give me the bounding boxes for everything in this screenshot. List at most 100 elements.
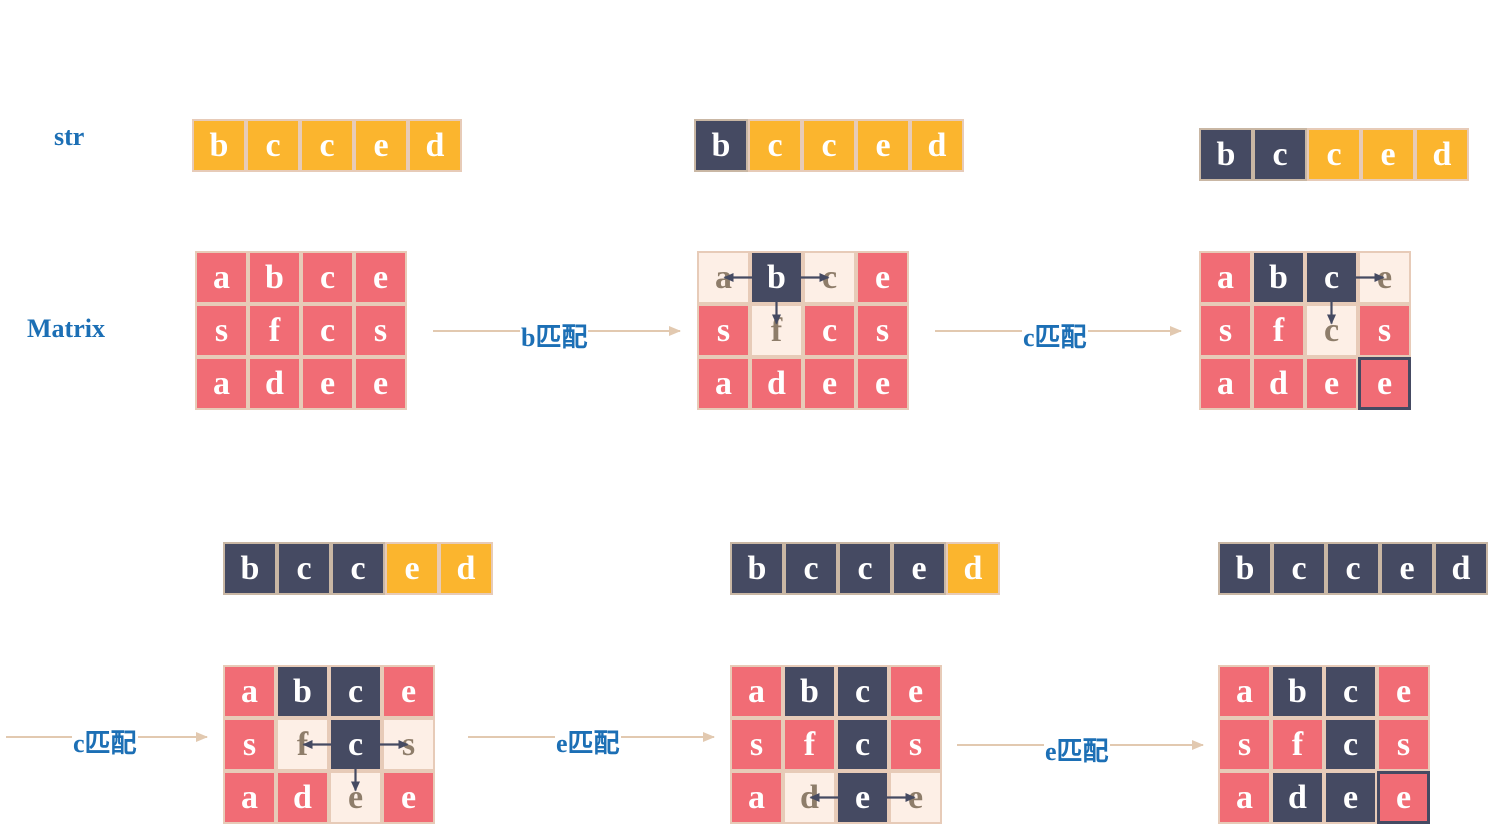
matrix-cell: a	[223, 771, 276, 824]
matrix-cell: s	[1358, 304, 1411, 357]
matrix-cell: c	[1324, 718, 1377, 771]
matrix-cell: a	[195, 357, 248, 410]
str-char: d	[408, 119, 462, 172]
matrix-cell: c	[301, 251, 354, 304]
matrix-cell: c	[1324, 665, 1377, 718]
matrix-cell: a	[697, 357, 750, 410]
matrix-cell: e	[1377, 771, 1430, 824]
str-char: e	[892, 542, 946, 595]
step-arrows	[6, 326, 1204, 750]
matrix-cell: b	[783, 665, 836, 718]
matrix-cell: e	[329, 771, 382, 824]
str-char: c	[1272, 542, 1326, 595]
matrix-cell: d	[1271, 771, 1324, 824]
matrix-cell: a	[195, 251, 248, 304]
str-char: c	[784, 542, 838, 595]
matrix-cell: e	[354, 357, 407, 410]
matrix-cell: c	[329, 665, 382, 718]
matrix-cell: b	[276, 665, 329, 718]
str-char: b	[223, 542, 277, 595]
str-char: c	[838, 542, 892, 595]
matrix-cell: a	[1199, 251, 1252, 304]
matrix-cell: f	[276, 718, 329, 771]
matrix-cell: b	[1271, 665, 1324, 718]
matrix-cell: a	[730, 665, 783, 718]
str-char: e	[1380, 542, 1434, 595]
matrix-cell: s	[697, 304, 750, 357]
matrix-cell: a	[730, 771, 783, 824]
matrix-cell: s	[730, 718, 783, 771]
str-char: c	[1307, 128, 1361, 181]
str-char: e	[385, 542, 439, 595]
matrix-cell: d	[783, 771, 836, 824]
str-char: c	[331, 542, 385, 595]
str-char: c	[246, 119, 300, 172]
str-char: d	[946, 542, 1000, 595]
str-char: e	[354, 119, 408, 172]
matrix-cell: s	[856, 304, 909, 357]
matrix-cell: s	[1199, 304, 1252, 357]
matrix-cell: c	[1305, 304, 1358, 357]
matrix-cell: a	[223, 665, 276, 718]
matrix-cell: e	[382, 771, 435, 824]
str-char: d	[439, 542, 493, 595]
str-char: e	[1361, 128, 1415, 181]
matrix-cell: b	[1252, 251, 1305, 304]
matrix-cell: e	[354, 251, 407, 304]
matrix-cell: e	[803, 357, 856, 410]
str-char: c	[277, 542, 331, 595]
str-label: str	[54, 122, 85, 151]
matrix-cell: e	[301, 357, 354, 410]
step-label: c匹配	[72, 723, 138, 760]
str-char: c	[748, 119, 802, 172]
str-char: c	[802, 119, 856, 172]
matrix-cell: c	[803, 304, 856, 357]
matrix-cell: e	[889, 771, 942, 824]
matrix-cell: s	[382, 718, 435, 771]
matrix-cell: e	[382, 665, 435, 718]
str-char: b	[694, 119, 748, 172]
matrix-cell: f	[750, 304, 803, 357]
str-char: c	[300, 119, 354, 172]
str-char: d	[1434, 542, 1488, 595]
matrix-cell: f	[248, 304, 301, 357]
matrix-cell: s	[195, 304, 248, 357]
str-char: b	[1199, 128, 1253, 181]
matrix-cell: s	[1377, 718, 1430, 771]
str-char: b	[1218, 542, 1272, 595]
matrix-cell: f	[783, 718, 836, 771]
matrix-cell: s	[889, 718, 942, 771]
matrix-cell: b	[248, 251, 301, 304]
str-char: d	[910, 119, 964, 172]
matrix-cell: b	[750, 251, 803, 304]
matrix-cell: e	[1305, 357, 1358, 410]
matrix-cell: c	[1305, 251, 1358, 304]
matrix-cell: a	[697, 251, 750, 304]
matrix-cell: e	[889, 665, 942, 718]
matrix-cell: c	[301, 304, 354, 357]
str-char: b	[192, 119, 246, 172]
str-char: c	[1326, 542, 1380, 595]
str-char: c	[1253, 128, 1307, 181]
matrix-cell: f	[1271, 718, 1324, 771]
matrix-cell: c	[836, 665, 889, 718]
matrix-cell: d	[248, 357, 301, 410]
matrix-cell: d	[276, 771, 329, 824]
matrix-cell: d	[750, 357, 803, 410]
step-label: b匹配	[520, 317, 589, 354]
matrix-cell: a	[1218, 771, 1271, 824]
matrix-cell: c	[803, 251, 856, 304]
step-label: e匹配	[555, 723, 621, 760]
matrix-cell: e	[1377, 665, 1430, 718]
matrix-cell: e	[1358, 251, 1411, 304]
matrix-cell: e	[856, 357, 909, 410]
matrix-cell: e	[856, 251, 909, 304]
